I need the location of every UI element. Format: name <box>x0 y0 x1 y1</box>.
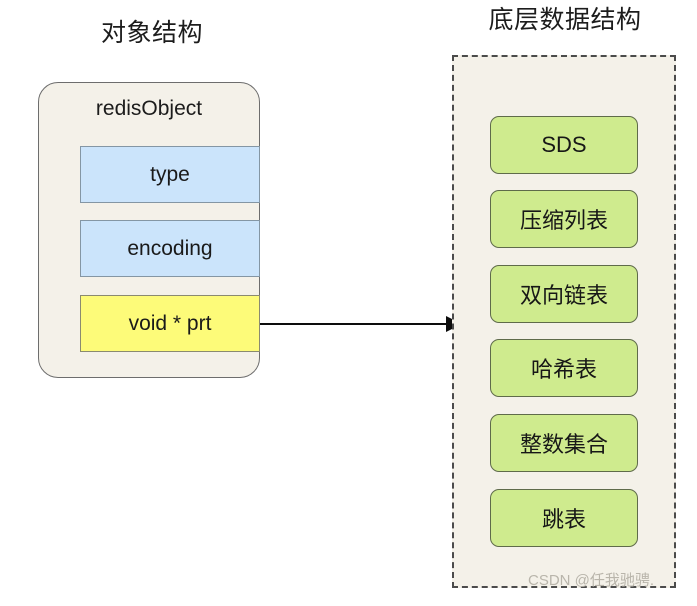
data-structure-item: 压缩列表 <box>490 190 638 248</box>
field-encoding: encoding <box>80 220 260 277</box>
ptr-to-datastructures-arrow <box>260 316 462 332</box>
redis-object-label: redisObject <box>95 97 203 120</box>
field-void-pointer: void * prt <box>80 295 260 352</box>
data-structure-item: 双向链表 <box>490 265 638 323</box>
data-structure-item: 跳表 <box>490 489 638 547</box>
underlying-structure-title: 底层数据结构 <box>488 6 642 34</box>
object-structure-title: 对象结构 <box>100 19 203 47</box>
data-structure-item: 哈希表 <box>490 339 638 397</box>
watermark: CSDN @任我驰骋. <box>528 572 655 589</box>
field-type: type <box>80 146 260 203</box>
data-structure-item: SDS <box>490 116 638 174</box>
data-structure-item: 整数集合 <box>490 414 638 472</box>
